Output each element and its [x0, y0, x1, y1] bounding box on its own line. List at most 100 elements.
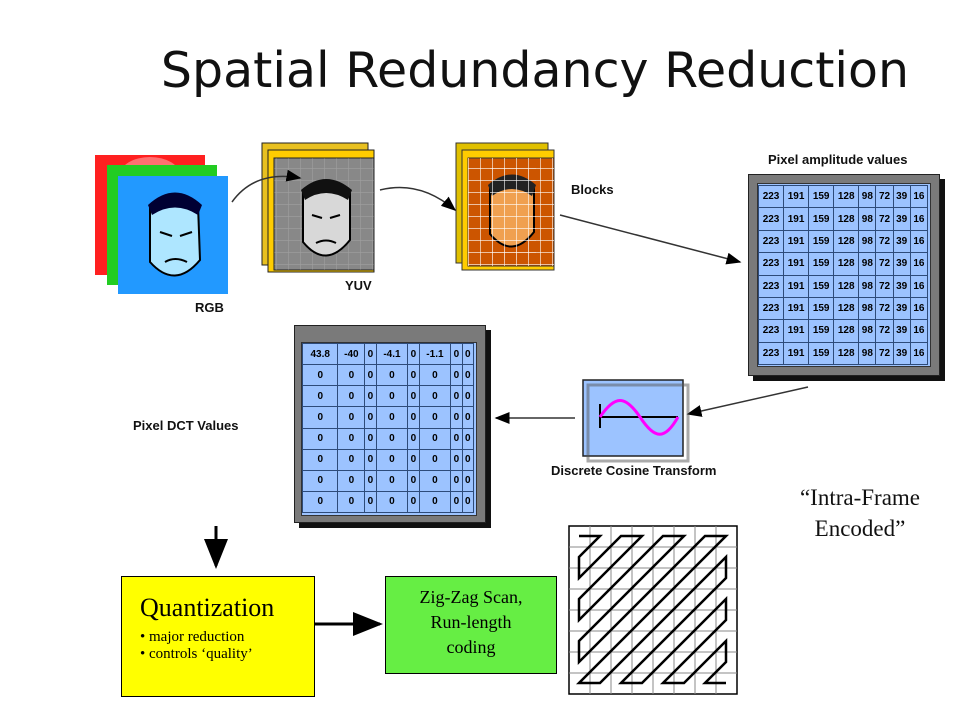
dct-cell: 0: [450, 469, 463, 492]
dct-cell: 0: [461, 342, 475, 366]
dct-cell: 0: [461, 427, 475, 450]
amplitude-cell: 98: [858, 229, 877, 254]
dct-cell: 0: [375, 406, 409, 429]
amplitude-cell: 98: [858, 274, 877, 298]
amplitude-cell: 128: [833, 341, 860, 366]
amplitude-cell: 191: [783, 229, 810, 254]
amplitude-cell: 191: [783, 184, 810, 209]
dct-cell: 0: [301, 490, 339, 514]
amplitude-cell: 128: [833, 229, 860, 254]
dct-cell: 0: [337, 490, 366, 514]
quantization-box: Quantization major reduction controls ‘q…: [121, 576, 315, 697]
amplitude-cell: 128: [833, 207, 860, 231]
dct-cell: 0: [407, 406, 420, 429]
amplitude-cell: 223: [757, 319, 785, 343]
amplitude-cell: 191: [783, 207, 810, 231]
amplitude-cell: 72: [875, 252, 894, 276]
dct-cell: 0: [407, 364, 420, 387]
zigzag-line: Zig-Zag Scan,: [419, 587, 523, 607]
amplitude-cell: 39: [892, 229, 911, 254]
dct-cell: 0: [337, 469, 366, 492]
amplitude-cell: 191: [783, 274, 810, 298]
amplitude-cell: 223: [757, 274, 785, 298]
amplitude-cell: 16: [909, 274, 929, 298]
amplitude-cell: 72: [875, 274, 894, 298]
dct-cell: 0: [407, 448, 420, 471]
dct-cell: 0: [337, 448, 366, 471]
amplitude-cell: 159: [808, 207, 835, 231]
dct-cell: 0: [461, 469, 475, 492]
amplitude-cell: 16: [909, 296, 929, 321]
amplitude-cell: 16: [909, 229, 929, 254]
amplitude-cell: 159: [808, 252, 835, 276]
arrow-yuv-to-blocks: [379, 186, 457, 211]
amplitude-cell: 16: [909, 207, 929, 231]
dct-cell: 0: [450, 342, 463, 366]
amplitude-cell: 72: [875, 319, 894, 343]
amplitude-cell: 159: [808, 296, 835, 321]
amplitude-cell: 128: [833, 296, 860, 321]
dct-cell: 0: [375, 364, 409, 387]
amplitude-cell: 72: [875, 207, 894, 231]
amplitude-cell: 128: [833, 274, 860, 298]
arrow-blocks-to-amplitude: [559, 214, 742, 265]
dct-cell: 0: [418, 364, 452, 387]
amplitude-cell: 39: [892, 274, 911, 298]
dct-cell: 0: [407, 469, 420, 492]
dct-cell: 0: [364, 385, 377, 408]
intra-frame-caption: “Intra-Frame Encoded”: [760, 482, 960, 544]
dct-label: Discrete Cosine Transform: [551, 463, 717, 478]
dct-cell: 0: [301, 469, 339, 492]
amplitude-cell: 191: [783, 252, 810, 276]
dct-cell: 0: [337, 406, 366, 429]
dct-cell: 0: [364, 342, 377, 366]
dct-cell: 0: [407, 342, 420, 366]
dct-cell: 0: [418, 385, 452, 408]
dct-cell: 0: [418, 406, 452, 429]
dct-cell: 0: [301, 427, 339, 450]
dct-cell: 0: [450, 490, 463, 514]
amplitude-cell: 159: [808, 341, 835, 366]
dct-cell: 0: [461, 385, 475, 408]
quantization-bullets: major reduction controls ‘quality’: [140, 629, 253, 663]
amplitude-cell: 159: [808, 274, 835, 298]
amplitude-cell: 98: [858, 207, 877, 231]
amplitude-cell: 128: [833, 319, 860, 343]
rgb-label: RGB: [195, 300, 224, 315]
amplitude-cell: 159: [808, 319, 835, 343]
amplitude-cell: 16: [909, 252, 929, 276]
amplitude-cell: 16: [909, 319, 929, 343]
amplitude-cell: 39: [892, 184, 911, 209]
dct-cell: 0: [375, 469, 409, 492]
rgb-face-icon: [148, 192, 202, 277]
rgb-image-stack: [95, 155, 228, 294]
blocks-image-stack: [455, 142, 555, 271]
amplitude-cell: 128: [833, 252, 860, 276]
amplitude-cell: 191: [783, 341, 810, 366]
dct-cell: 0: [450, 364, 463, 387]
dct-cell: 0: [301, 385, 339, 408]
amplitude-cell: 39: [892, 319, 911, 343]
dct-cell: 0: [301, 364, 339, 387]
dct-cell: 0: [337, 427, 366, 450]
dct-cell: 0: [375, 448, 409, 471]
dct-cell: 0: [418, 448, 452, 471]
yuv-face-icon: [301, 179, 352, 257]
dct-cell: 0: [375, 490, 409, 514]
quantization-bullet: major reduction: [140, 629, 253, 646]
amplitude-cell: 223: [757, 184, 785, 209]
dct-cell: 0: [375, 385, 409, 408]
